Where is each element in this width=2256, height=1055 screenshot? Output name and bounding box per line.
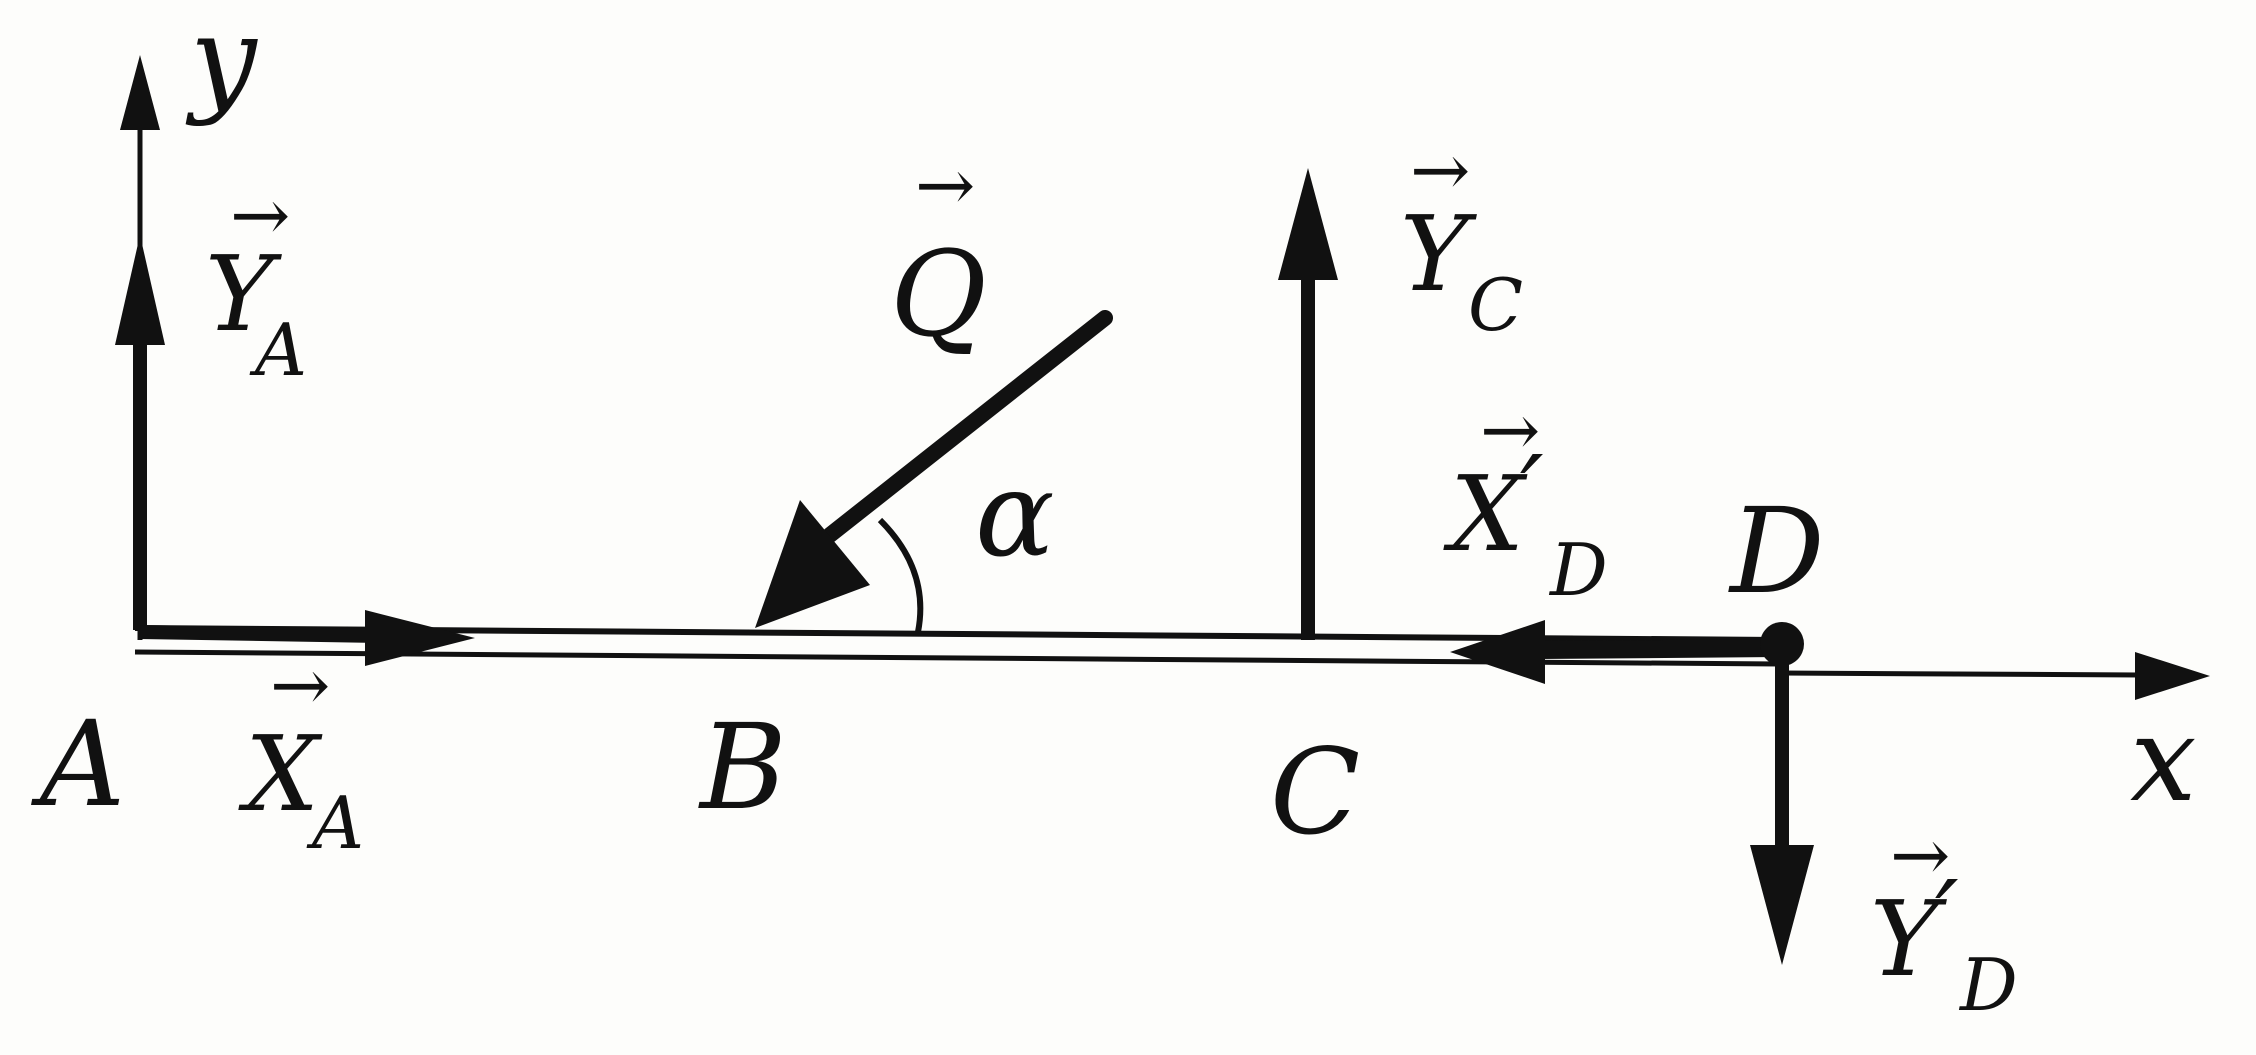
angle-alpha-label: α — [975, 445, 1055, 583]
point-d-label: D — [1728, 482, 1825, 620]
svg-text:→: → — [230, 173, 290, 257]
svg-text:Y: Y — [1870, 878, 1947, 1000]
svg-text:A: A — [249, 308, 307, 392]
force-yd-arrow — [1750, 650, 1814, 965]
svg-text:D: D — [1548, 528, 1608, 612]
force-ya-arrow — [115, 235, 165, 630]
y-axis-label: y — [185, 0, 258, 128]
svg-text:A: A — [306, 781, 364, 865]
force-ya-label: → Y A — [205, 173, 307, 392]
x-axis — [1779, 652, 2210, 700]
force-yc-label: → Y C — [1400, 128, 1523, 347]
force-q-arrow — [755, 310, 1113, 628]
svg-text:X: X — [238, 713, 323, 835]
svg-text:C: C — [1468, 263, 1523, 347]
svg-text:→: → — [1890, 813, 1950, 897]
svg-text:′: ′ — [1520, 433, 1544, 555]
point-a-label: A — [31, 695, 125, 833]
force-xa-arrow — [139, 610, 475, 666]
force-q-label: → Q — [890, 143, 987, 363]
force-xa-label: → X A — [238, 643, 364, 865]
angle-alpha-arc — [877, 517, 924, 633]
svg-text:Q: Q — [890, 225, 987, 363]
x-axis-label: x — [2130, 690, 2197, 828]
svg-text:X: X — [1443, 453, 1528, 575]
svg-text:→: → — [1410, 128, 1470, 212]
hinge-d-dot — [1760, 622, 1804, 666]
svg-text:→: → — [1480, 388, 1540, 472]
point-b-label: B — [698, 698, 787, 836]
svg-text:→: → — [270, 643, 330, 727]
svg-text:Y: Y — [205, 233, 282, 355]
force-xd-label: → X ′ D — [1443, 388, 1608, 612]
force-yd-label: → Y ′ D — [1870, 813, 2018, 1027]
svg-text:D: D — [1958, 943, 2018, 1027]
svg-text:′: ′ — [1935, 858, 1959, 980]
force-yc-arrow — [1278, 168, 1338, 640]
svg-text:→: → — [915, 143, 975, 227]
point-c-label: C — [1270, 723, 1360, 861]
svg-text:Y: Y — [1400, 193, 1477, 315]
force-xd-arrow — [1450, 620, 1781, 684]
